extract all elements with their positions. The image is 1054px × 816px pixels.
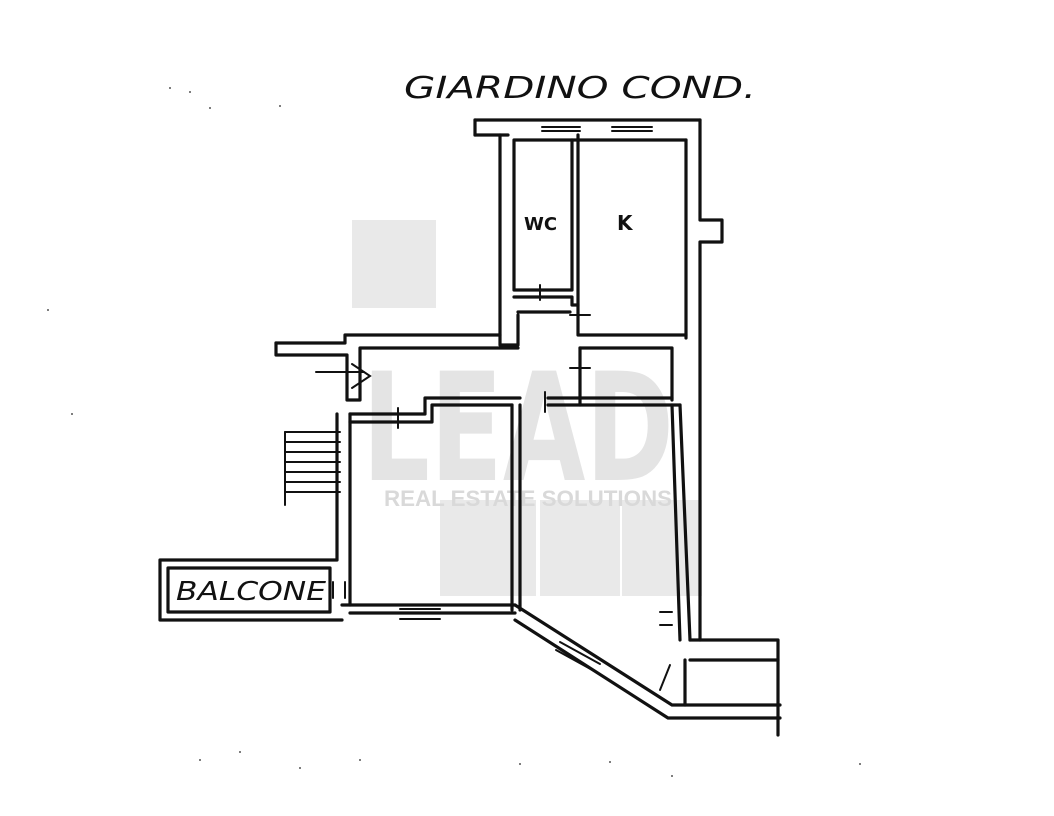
balcony-label: BALCONE	[176, 577, 327, 607]
stairs	[284, 431, 341, 506]
scan-noise	[47, 87, 861, 777]
watermark-logo: LEAD	[362, 342, 674, 516]
kitchen-label: K	[617, 211, 634, 235]
watermark: LEAD REAL ESTATE SOLUTIONS	[352, 220, 702, 596]
watermark-block	[540, 500, 620, 596]
walls	[158, 118, 782, 737]
watermark-subtitle: REAL ESTATE SOLUTIONS	[384, 486, 672, 511]
watermark-block	[352, 220, 436, 308]
garden-label: GIARDINO COND.	[404, 71, 756, 106]
entrance-arrow-icon	[315, 363, 372, 389]
wc-label: WC	[524, 214, 557, 235]
doors	[332, 284, 673, 691]
